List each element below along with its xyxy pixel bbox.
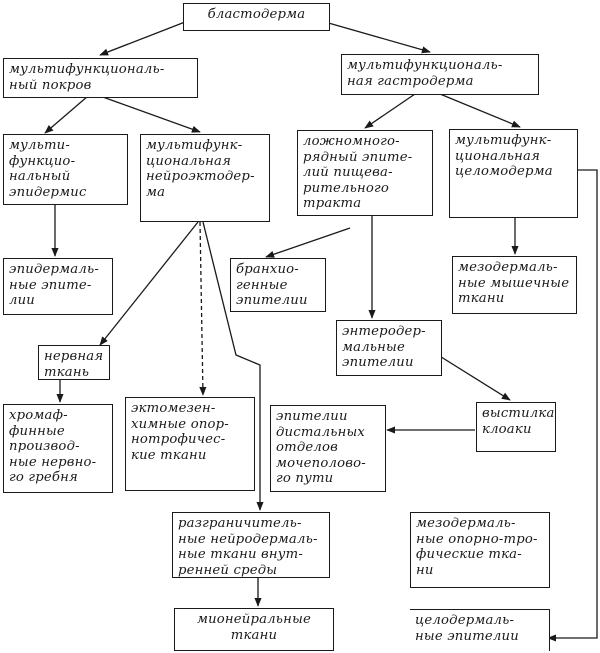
arrow-gastroderm-to-pseudostrat	[364, 93, 416, 129]
node-multifunctional-cover: мультифункциональ- ный покров	[3, 58, 198, 98]
arrow-blastoderm-to-gastroderm	[324, 21, 431, 54]
node-multifunctional-gastroderm: мультифункциональ- ная гастродерма	[341, 54, 539, 95]
arrow-pseudostrat-to-branchio	[265, 227, 351, 258]
arrow-celomoderm-to-celodermal	[547, 169, 598, 642]
node-mesodermal-support-tissue: мезодермаль- ные опорно-тро- фические тк…	[410, 512, 550, 588]
node-enterodermal-epithelia: энтеродер- мальные эпителии	[336, 320, 442, 376]
arrow-entero-to-cloaca	[429, 349, 511, 401]
arrow-neuroecto-to-ectomesench	[199, 221, 207, 396]
node-ectomesenchymal-tissue: эктомезен- химные опор- нотрофичес- кие …	[125, 397, 255, 491]
node-branchiogenic-epithelia: бранхио- генные эпителии	[230, 258, 326, 312]
node-mesodermal-muscle-tissue: мезодермаль- ные мышечные ткани	[452, 256, 577, 314]
node-distal-urogenital-epithelia: эпителии дистальных отделов мочеполово- …	[270, 405, 386, 492]
arrow-cover-to-neuroectoderm	[99, 95, 201, 133]
arrow-blastoderm-to-cover	[99, 21, 186, 56]
node-epidermal-epithelia: эпидермаль- ные эпите- лии	[3, 258, 113, 315]
arrow-neuroecto-to-delimiting	[202, 221, 264, 511]
node-multifunctional-epidermis: мульти- функцио- нальный эпидермис	[3, 134, 128, 205]
node-chromaffin-derivatives: хромаф- финные производ- ные нервно- го …	[3, 404, 113, 493]
node-myoneural-tissue: мионейральные ткани	[174, 608, 334, 651]
node-multifunctional-celomoderm: мультифунк- циональная целомодерма	[449, 129, 578, 218]
node-pseudostratified-epithelium: ложномного- рядный эпите- лий пищева- ри…	[297, 130, 433, 216]
node-cloaca-lining: выстилка клоаки	[476, 402, 556, 452]
node-blastoderm: бластодерма	[183, 3, 330, 31]
arrow-neuroecto-to-nerve	[99, 221, 199, 346]
node-delimiting-neurodermal-tissue: разграничитель- ные нейродермаль- ные тк…	[172, 512, 330, 578]
node-nerve-tissue: нервная ткань	[38, 345, 110, 380]
arrow-gastroderm-to-celomoderm	[439, 93, 521, 128]
node-multifunctional-neuroectoderm: мультифунк- циональная нейроэктодер- ма	[140, 134, 270, 222]
node-celodermal-epithelia: целодермаль- ные эпителии	[410, 609, 550, 651]
arrow-cover-to-epidermis	[44, 95, 89, 134]
